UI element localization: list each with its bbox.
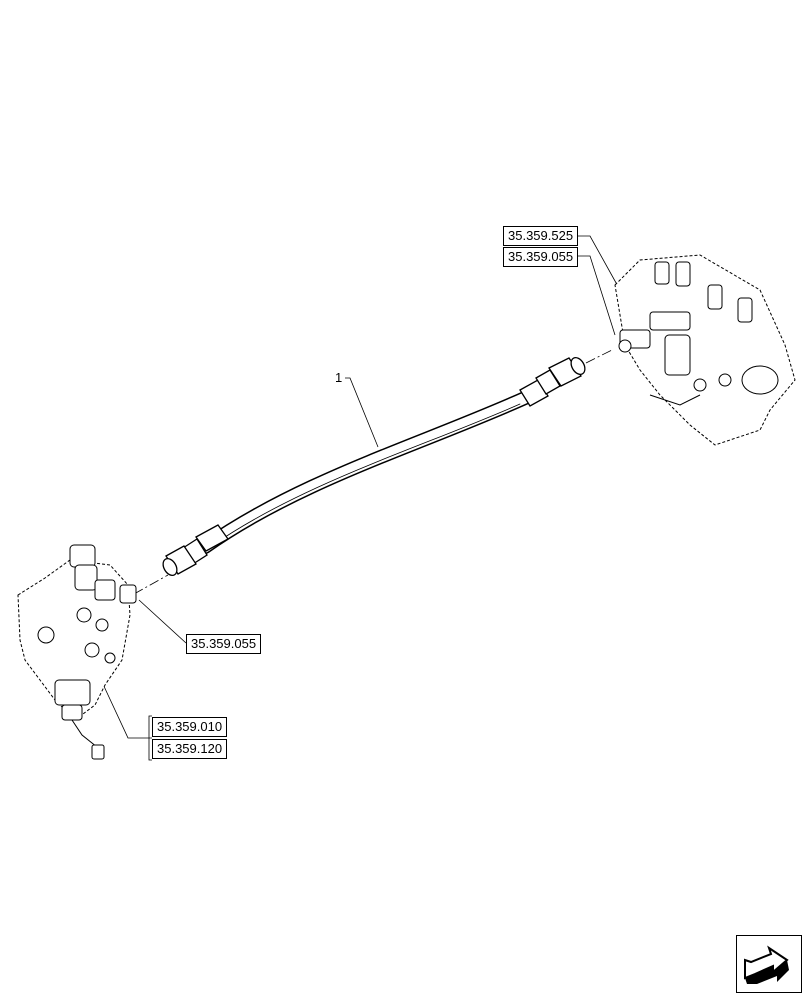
item-callout-1: 1 bbox=[335, 370, 343, 385]
control-valve-left bbox=[17, 544, 137, 760]
control-valve-right bbox=[614, 254, 796, 446]
reference-link[interactable]: 35.359.010 bbox=[152, 717, 228, 737]
reference-link[interactable]: 35.359.120 bbox=[152, 739, 228, 759]
hydraulic-hose bbox=[162, 356, 586, 577]
leader-lines bbox=[101, 235, 621, 761]
connection-centerlines bbox=[133, 349, 613, 595]
reference-link[interactable]: 35.359.525 bbox=[503, 226, 579, 246]
arrow-glyph-icon bbox=[744, 945, 789, 984]
reference-link[interactable]: 35.359.055 bbox=[503, 247, 579, 267]
next-page-arrow-icon[interactable] bbox=[736, 935, 802, 993]
reference-link[interactable]: 35.359.055 bbox=[186, 634, 262, 654]
